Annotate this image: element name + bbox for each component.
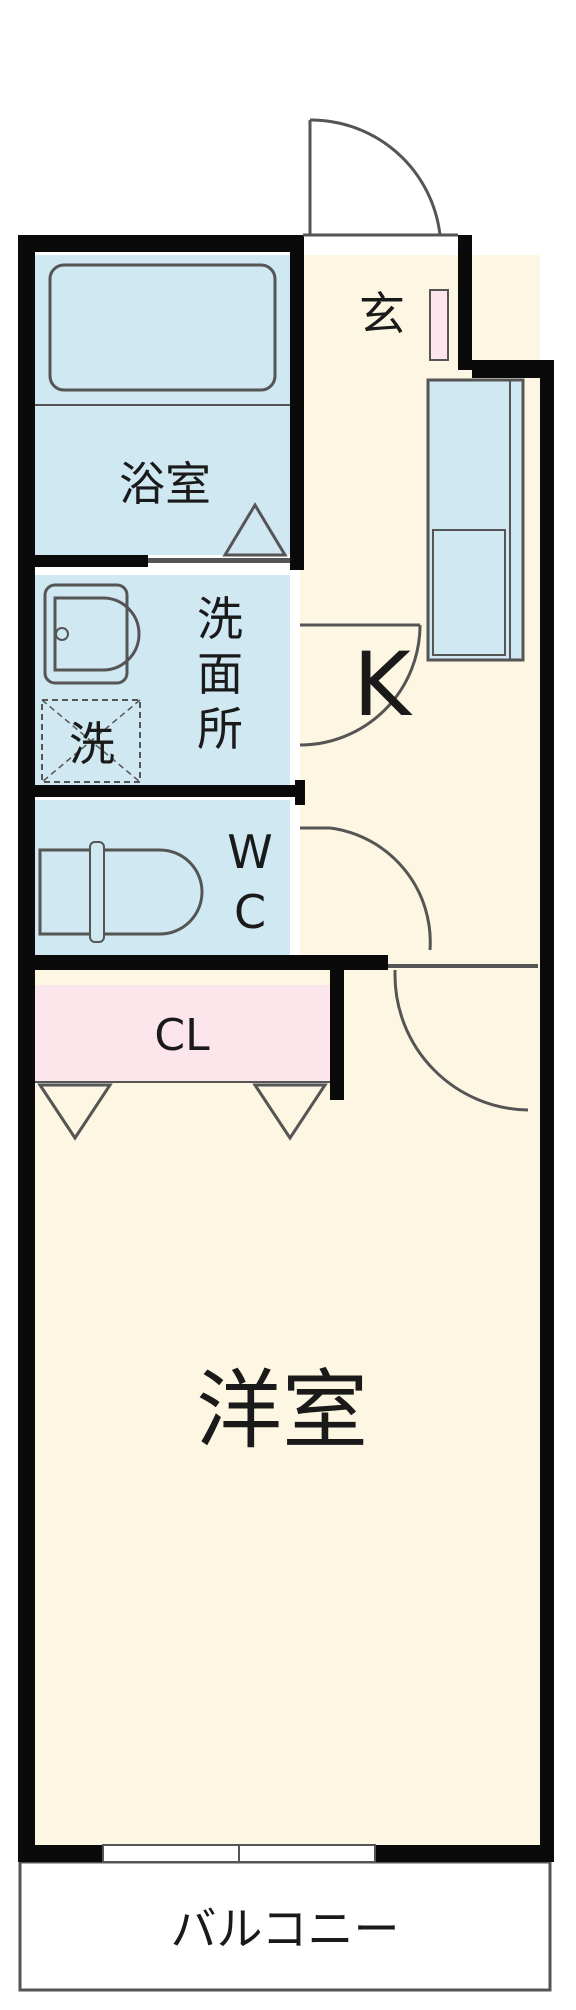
walls xyxy=(18,235,554,1862)
toilet-fixture xyxy=(38,848,204,936)
toilet-label-1: W xyxy=(227,825,272,879)
balcony-area xyxy=(18,1860,552,1992)
entrance-door-swing xyxy=(309,118,442,236)
sink-basin xyxy=(53,596,141,672)
laundry-label: 洗 xyxy=(69,717,115,771)
washroom-door-swing xyxy=(299,624,422,747)
bathroom-door-mark xyxy=(222,502,288,557)
washroom-label-1: 洗 xyxy=(197,592,243,646)
bathtub-fixture xyxy=(48,263,277,392)
washroom-label-2: 面 xyxy=(197,647,243,701)
western-room-label: 洋室 xyxy=(196,1361,368,1461)
washroom-label-3: 所 xyxy=(197,702,243,756)
western-room-area xyxy=(28,968,540,1852)
toilet-door-swing xyxy=(329,826,432,951)
kitchen-label: K xyxy=(353,633,413,736)
kitchen-counter xyxy=(426,378,525,662)
toilet-tank xyxy=(89,841,105,943)
entrance-label: 玄 xyxy=(359,287,405,341)
laundry-diagonal-2 xyxy=(41,699,141,783)
closet-label: CL xyxy=(154,1010,210,1061)
kitchen-sink xyxy=(432,529,506,656)
closet-door-mark-right xyxy=(252,1083,328,1141)
sink-fixture xyxy=(43,583,129,685)
bathroom-label: 浴室 xyxy=(119,457,211,511)
balcony-label: バルコニー xyxy=(170,1902,399,1956)
shoe-box xyxy=(429,289,449,361)
room-door-swing xyxy=(393,974,529,1112)
closet-door-mark-left xyxy=(37,1083,113,1141)
closet-area xyxy=(35,985,330,1082)
sink-drain xyxy=(55,627,69,641)
toilet-label-2: C xyxy=(234,885,266,939)
